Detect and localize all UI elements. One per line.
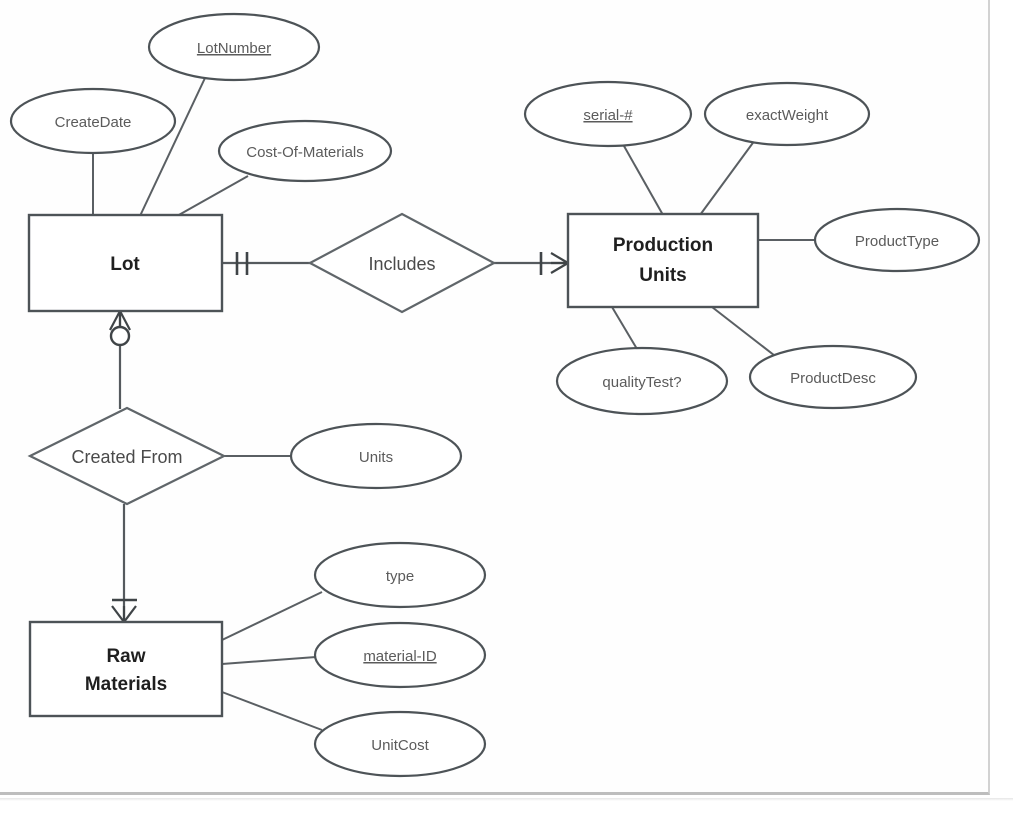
attribute-unitcost[interactable]: UnitCost: [313, 710, 487, 778]
attribute-units-label: Units: [359, 449, 393, 466]
connector-pu-productdesc: [711, 306, 780, 360]
attribute-lotnumber-label: LotNumber: [197, 40, 271, 57]
attribute-lotnumber[interactable]: LotNumber: [147, 12, 321, 82]
relationship-created-from-label: Created From: [71, 447, 182, 467]
connector-lot-lotnumber: [139, 77, 206, 217]
attribute-type[interactable]: type: [313, 541, 487, 609]
attribute-connectors: [92, 77, 816, 731]
attribute-productdesc[interactable]: ProductDesc: [748, 344, 918, 410]
connector-rm-unitcost: [221, 691, 323, 731]
cardinality-lot-includes-one-and-only-one: [235, 252, 249, 275]
entity-production-units-label-line1: Production: [613, 235, 713, 256]
cardinality-rawmaterials-createdfrom-one-or-many: [111, 598, 137, 623]
connector-pu-serial: [623, 145, 664, 216]
entity-raw-materials[interactable]: Raw Materials: [28, 620, 224, 718]
attribute-cost-of-materials[interactable]: Cost-Of-Materials: [217, 119, 393, 183]
attribute-material-id-label: material-ID: [363, 648, 437, 665]
connector-pu-exactweight: [699, 139, 756, 216]
attribute-createdate-label: CreateDate: [55, 114, 132, 131]
attribute-serial-num[interactable]: serial-#: [523, 80, 693, 148]
entity-production-units-label-line2: Units: [639, 265, 687, 286]
attribute-type-label: type: [386, 568, 414, 585]
attribute-material-id[interactable]: material-ID: [313, 621, 487, 689]
attribute-createdate[interactable]: CreateDate: [9, 87, 177, 155]
connector-lot-cost-of-materials: [176, 175, 249, 217]
attribute-cost-of-materials-label: Cost-Of-Materials: [246, 144, 364, 161]
attribute-productdesc-label: ProductDesc: [790, 370, 876, 387]
entity-lot[interactable]: Lot: [27, 213, 224, 313]
attribute-exactweight[interactable]: exactWeight: [703, 81, 871, 147]
entity-lot-label: Lot: [110, 254, 140, 275]
relationship-created-from[interactable]: Created From: [27, 406, 227, 506]
cardinality-productionunits-includes-one-or-many: [539, 252, 569, 275]
attribute-producttype-label: ProductType: [855, 233, 939, 250]
attribute-producttype[interactable]: ProductType: [813, 207, 981, 273]
attribute-serial-num-label: serial-#: [583, 107, 633, 124]
entity-production-units[interactable]: Production Units: [566, 212, 760, 309]
connector-rm-type: [221, 591, 323, 641]
connector-rm-material-id: [221, 656, 317, 665]
relationship-includes-label: Includes: [368, 254, 435, 274]
attribute-unitcost-label: UnitCost: [371, 737, 429, 754]
attribute-qualitytest[interactable]: qualityTest?: [555, 346, 729, 416]
entity-raw-materials-label-line1: Raw: [106, 646, 145, 667]
entity-raw-materials-label-line2: Materials: [85, 674, 167, 695]
connector-pu-qualitytest: [611, 306, 638, 350]
attribute-exactweight-label: exactWeight: [746, 107, 829, 124]
cardinality-lot-createdfrom-zero-or-many: [109, 310, 131, 347]
attribute-units[interactable]: Units: [289, 422, 463, 490]
attribute-qualitytest-label: qualityTest?: [602, 374, 681, 391]
relationship-includes[interactable]: Includes: [307, 212, 497, 314]
